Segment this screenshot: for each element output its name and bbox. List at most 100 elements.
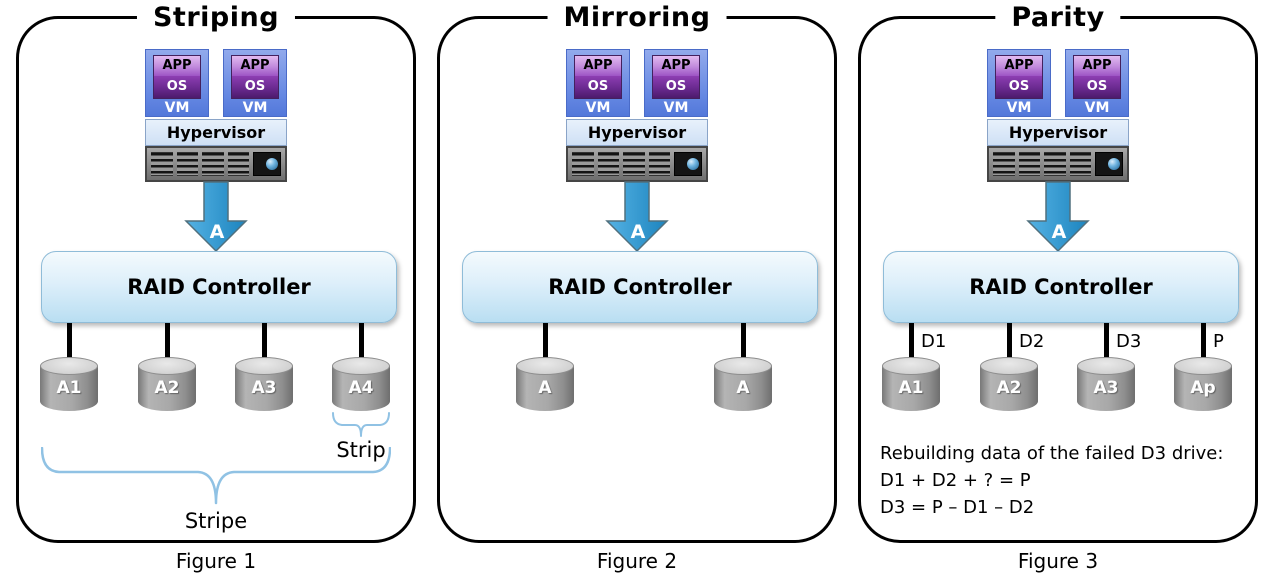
disk-label: A4 <box>348 378 374 398</box>
disk-label: A1 <box>56 378 82 398</box>
hypervisor-bar: Hypervisor <box>145 119 287 146</box>
disk-cylinder: A2 <box>138 357 196 411</box>
raid-controller-box: RAID Controller <box>883 251 1239 323</box>
figure-striping: Striping APP OS VM APP OS <box>16 2 416 573</box>
figure-caption: Figure 1 <box>175 549 257 573</box>
app-layer: APP <box>154 56 200 76</box>
os-layer: OS <box>154 76 200 98</box>
vm-core: APP OS <box>652 55 700 99</box>
port-label: P <box>1213 331 1224 352</box>
vm-label: VM <box>164 100 190 116</box>
app-layer: APP <box>1074 56 1120 76</box>
server-drive-bay <box>674 152 702 176</box>
disk-connector-line <box>543 323 548 360</box>
figure-parity: Parity APP OS VM APP OS <box>858 2 1258 573</box>
stripe-brace-icon <box>41 447 391 505</box>
power-led-icon <box>266 158 278 170</box>
os-layer: OS <box>1074 76 1120 98</box>
disk-cylinder: A <box>714 357 772 411</box>
disk-label: A <box>538 378 552 398</box>
vm-box: APP OS VM <box>644 49 708 117</box>
disk-connector-line <box>1104 323 1109 360</box>
server-icon <box>566 146 708 182</box>
data-flow-arrow-icon: A <box>184 181 248 253</box>
vm-core: APP OS <box>995 55 1043 99</box>
panel-mirroring: Mirroring APP OS VM APP OS <box>437 2 837 543</box>
disk-connector-line <box>1007 323 1012 360</box>
strip-brace-icon <box>332 412 390 437</box>
app-layer: APP <box>232 56 278 76</box>
arrow-label: A <box>210 221 225 243</box>
vm-box: APP OS VM <box>987 49 1051 117</box>
note-line: D1 + D2 + ? = P <box>880 470 1031 491</box>
disk-cylinder: Ap <box>1174 357 1232 411</box>
vm-core: APP OS <box>231 55 279 99</box>
disk-label: A2 <box>996 378 1022 398</box>
vm-box: APP OS VM <box>566 49 630 117</box>
vm-label: VM <box>1006 100 1032 116</box>
note-line: D3 = P – D1 – D2 <box>880 497 1035 518</box>
vm-row: APP OS VM APP OS VM <box>987 49 1129 117</box>
vm-core: APP OS <box>153 55 201 99</box>
vm-row: APP OS VM APP OS VM <box>145 49 287 117</box>
panel-title: Parity <box>995 2 1121 34</box>
vm-box: APP OS VM <box>145 49 209 117</box>
vm-label: VM <box>585 100 611 116</box>
vm-box: APP OS VM <box>223 49 287 117</box>
arrow-label: A <box>631 221 646 243</box>
strip-label: Strip <box>336 438 386 462</box>
stripe-label: Stripe <box>184 509 248 533</box>
port-label: D3 <box>1116 331 1142 352</box>
data-flow-arrow-icon: A <box>605 181 669 253</box>
server-drive-bay <box>253 152 281 176</box>
compute-stack: APP OS VM APP OS VM Hypervisor <box>987 49 1129 182</box>
os-layer: OS <box>232 76 278 98</box>
server-drive-bay <box>1095 152 1123 176</box>
vm-row: APP OS VM APP OS VM <box>566 49 708 117</box>
disk-label: A <box>736 378 750 398</box>
disk-connector-line <box>741 323 746 360</box>
panel-title: Mirroring <box>547 2 727 34</box>
note-line: Rebuilding data of the failed D3 drive: <box>880 443 1224 464</box>
vm-core: APP OS <box>574 55 622 99</box>
disk-label: A1 <box>898 378 924 398</box>
arrow-label: A <box>1052 221 1067 243</box>
disk-connector-line <box>262 323 267 360</box>
power-led-icon <box>1108 158 1120 170</box>
disk-cylinder: A1 <box>40 357 98 411</box>
disk-cylinder: A2 <box>980 357 1038 411</box>
raid-controller-box: RAID Controller <box>462 251 818 323</box>
server-vents-icon <box>151 152 249 176</box>
disk-label: A3 <box>251 378 277 398</box>
disk-connector-line <box>165 323 170 360</box>
disk-cylinder: A1 <box>882 357 940 411</box>
port-label: D2 <box>1019 331 1045 352</box>
disk-connector-line <box>1201 323 1206 360</box>
app-layer: APP <box>653 56 699 76</box>
os-layer: OS <box>575 76 621 98</box>
disk-cylinder: A <box>516 357 574 411</box>
figure-caption: Figure 3 <box>1017 549 1099 573</box>
hypervisor-bar: Hypervisor <box>566 119 708 146</box>
hypervisor-bar: Hypervisor <box>987 119 1129 146</box>
app-layer: APP <box>575 56 621 76</box>
disk-label: Ap <box>1190 378 1216 398</box>
server-vents-icon <box>572 152 670 176</box>
vm-label: VM <box>663 100 689 116</box>
vm-core: APP OS <box>1073 55 1121 99</box>
vm-label: VM <box>1084 100 1110 116</box>
data-flow-arrow-icon: A <box>1026 181 1090 253</box>
disk-connector-line <box>909 323 914 360</box>
disk-cylinder: A4 <box>332 357 390 411</box>
server-icon <box>145 146 287 182</box>
compute-stack: APP OS VM APP OS VM Hypervisor <box>145 49 287 182</box>
app-layer: APP <box>996 56 1042 76</box>
disk-cylinder: A3 <box>1077 357 1135 411</box>
parity-rebuild-note: Rebuilding data of the failed D3 drive: … <box>880 440 1223 521</box>
disk-connector-line <box>67 323 72 360</box>
panel-striping: Striping APP OS VM APP OS <box>16 2 416 543</box>
vm-box: APP OS VM <box>1065 49 1129 117</box>
raid-diagrams: Striping APP OS VM APP OS <box>16 2 1258 573</box>
power-led-icon <box>687 158 699 170</box>
disk-connector-line <box>359 323 364 360</box>
